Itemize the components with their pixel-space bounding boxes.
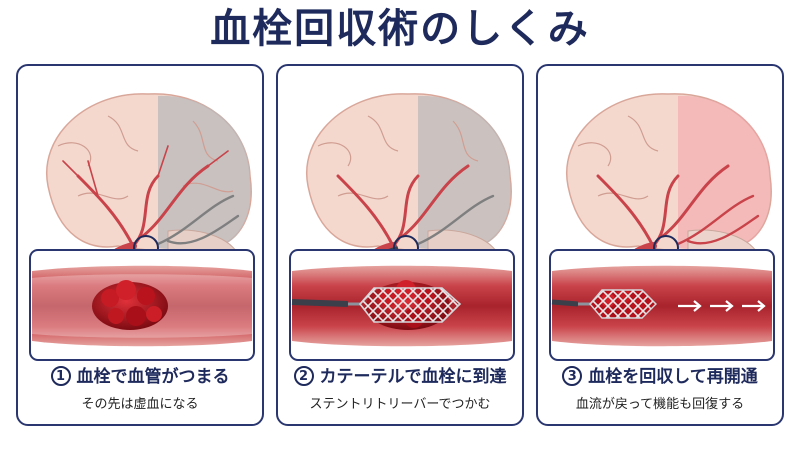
vessel-closeup: [29, 249, 255, 361]
step-3-number: 3: [562, 366, 583, 386]
captured-clot: [589, 289, 657, 319]
occlusion-illustration: [29, 93, 255, 361]
blood-clot: [92, 280, 168, 330]
catheter-tip: [551, 299, 579, 307]
step-1-caption: その先は虚血になる: [81, 397, 199, 412]
step-2-caption: ステントリトリーバーでつかむ: [309, 397, 491, 412]
flow-arrow-icon: [678, 300, 766, 312]
step-3-caption: 血流が戻って機能も回復する: [575, 397, 745, 412]
ischemic-region: [158, 95, 251, 251]
stent-retriever: [358, 287, 462, 323]
vessel-closeup: [289, 249, 515, 361]
step-1-number: 1: [50, 366, 71, 386]
catheter-tip: [291, 299, 349, 307]
brain: [566, 93, 772, 283]
recanalization-illustration: [549, 93, 775, 361]
ischemic-region: [418, 95, 511, 251]
page-title: 血栓回収術のしくみ: [210, 6, 590, 52]
reperfused-region: [678, 95, 771, 251]
step-2-number: 2: [293, 366, 314, 386]
catheter-illustration: [289, 93, 515, 361]
vessel-closeup: [549, 249, 775, 361]
